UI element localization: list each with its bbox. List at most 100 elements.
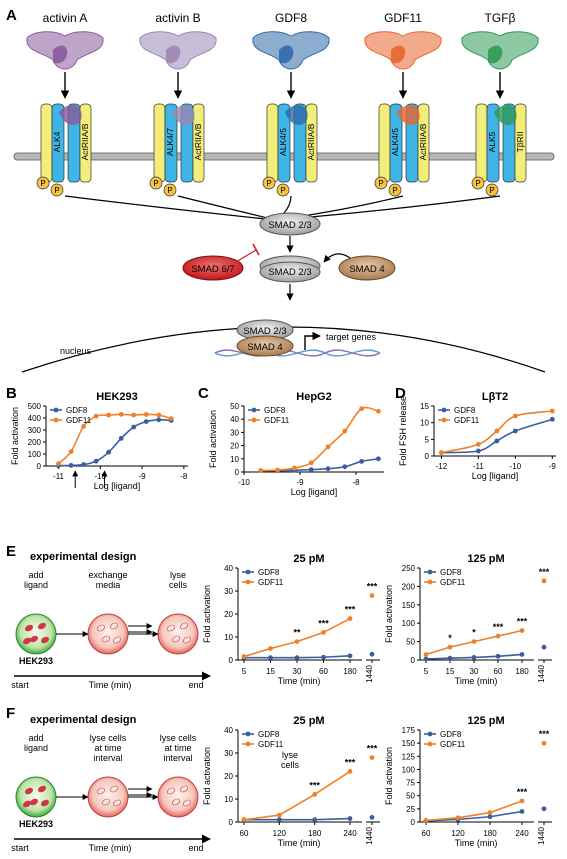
data-point-gdf8	[549, 416, 555, 422]
ligand-core-0	[53, 45, 68, 64]
timeline-start: start	[11, 843, 29, 853]
data-point-gdf11	[308, 460, 314, 466]
y-tick-label: 10	[224, 795, 233, 804]
data-point-gdf8	[347, 816, 353, 821]
chart-title: HEK293	[96, 391, 138, 403]
data-point-gdf8	[512, 428, 518, 434]
data-point-gdf8	[93, 458, 99, 464]
significance-marker: ***	[367, 744, 378, 754]
y-axis-label: Fold activation	[208, 410, 218, 468]
legend-marker	[427, 579, 433, 585]
y-tick-label: 0	[229, 818, 234, 827]
data-point-gdf11	[342, 428, 348, 434]
phospho-label-b-0: P	[54, 186, 59, 195]
data-point-gdf8	[81, 462, 86, 467]
phospho-label-a-1: P	[153, 179, 158, 188]
significance-marker: ***	[517, 617, 528, 627]
y-tick-label: 100	[402, 619, 416, 628]
cell-well-0	[15, 613, 57, 655]
data-point-gdf11	[131, 412, 137, 418]
legend-label: GDF8	[454, 406, 476, 415]
x-tick-label: 240	[515, 829, 529, 838]
y-tick-label: 15	[420, 402, 429, 411]
x-axis-label: Time (min)	[278, 838, 321, 848]
y-tick-label: 40	[224, 564, 233, 573]
smad23-complex-label: SMAD 2/3	[268, 267, 311, 278]
significance-marker: *	[448, 633, 452, 643]
data-point-gdf8	[423, 656, 429, 662]
data-point-gdf8	[268, 655, 273, 661]
type2-label-1: ActRIIA/B	[193, 123, 203, 160]
data-point-gdf8	[475, 448, 481, 454]
data-point-gdf11	[519, 798, 525, 804]
phospho-label-b-4: P	[489, 186, 494, 195]
legend-label: GDF11	[454, 416, 480, 425]
x-tick-label: 5	[424, 667, 429, 676]
x-tick-label: -9	[138, 472, 146, 481]
x-tick-label: -12	[436, 462, 448, 471]
legend-label: GDF11	[440, 740, 466, 749]
legend-label: GDF8	[66, 406, 88, 415]
y-axis-label: Fold activation	[10, 407, 20, 465]
data-point-gdf11	[106, 412, 112, 418]
phospho-circle-a-1	[149, 176, 163, 190]
data-point-gdf11	[292, 465, 297, 471]
x-tick-label: 1440	[537, 665, 546, 683]
cell-1-0	[97, 624, 106, 632]
type2-label-4: TβRII	[515, 132, 525, 153]
legend-marker	[245, 741, 251, 747]
significance-marker: ***	[309, 780, 320, 790]
phospho-circle-a-3	[374, 176, 388, 190]
ligand-label-0: activin A	[43, 11, 88, 25]
data-point-gdf11	[276, 812, 282, 818]
phospho-label-a-3: P	[378, 179, 383, 188]
data-point-gdf11	[258, 468, 264, 474]
legend-label: GDF11	[258, 740, 284, 749]
data-point-gdf11	[438, 450, 444, 456]
legend-marker	[441, 407, 447, 413]
series-line-gdf8	[425, 810, 523, 822]
legend-label: GDF11	[258, 578, 284, 587]
data-point-gdf11	[487, 810, 493, 815]
series-line-gdf11	[243, 770, 351, 821]
data-point-gdf11	[168, 416, 174, 421]
type1-label-0: ALK4	[52, 131, 62, 152]
type1-receptor-0	[51, 103, 65, 183]
panel-label-c: C	[198, 385, 209, 402]
data-point-gdf8	[369, 815, 375, 820]
legend-label: GDF11	[66, 416, 92, 425]
data-point-gdf11	[56, 461, 61, 466]
x-tick-label: -11	[473, 462, 485, 471]
type1-label-1: ALK4/7	[165, 128, 175, 156]
x-tick-label: -10	[95, 472, 107, 481]
data-point-gdf8	[359, 459, 364, 464]
data-point-gdf8	[376, 456, 381, 462]
phospho-circle-b-3	[388, 183, 402, 197]
x-tick-label: 120	[273, 829, 287, 838]
cell-1-3	[113, 799, 122, 807]
data-point-gdf8	[369, 651, 375, 657]
cell-1-2	[102, 635, 111, 643]
legend-marker	[251, 417, 257, 423]
significance-marker: ***	[367, 582, 378, 592]
phospho-label-a-4: P	[475, 179, 480, 188]
y-tick-label: 0	[229, 656, 234, 665]
x-tick-label: -11	[53, 472, 65, 481]
chart-title: 25 pM	[293, 715, 324, 727]
data-point-gdf8	[321, 654, 326, 660]
significance-marker: ***	[493, 622, 504, 632]
data-point-gdf8	[541, 806, 547, 812]
type2-receptor-1	[192, 103, 205, 183]
data-point-gdf11	[423, 818, 429, 823]
x-tick-label: 5	[242, 667, 247, 676]
nuclear-smad4-label: SMAD 4	[247, 342, 282, 353]
arrow-smad4-join	[323, 253, 351, 263]
x-axis-label: Time (min)	[455, 838, 498, 848]
panel-label-f: F	[6, 705, 15, 722]
legend-marker	[427, 569, 433, 575]
